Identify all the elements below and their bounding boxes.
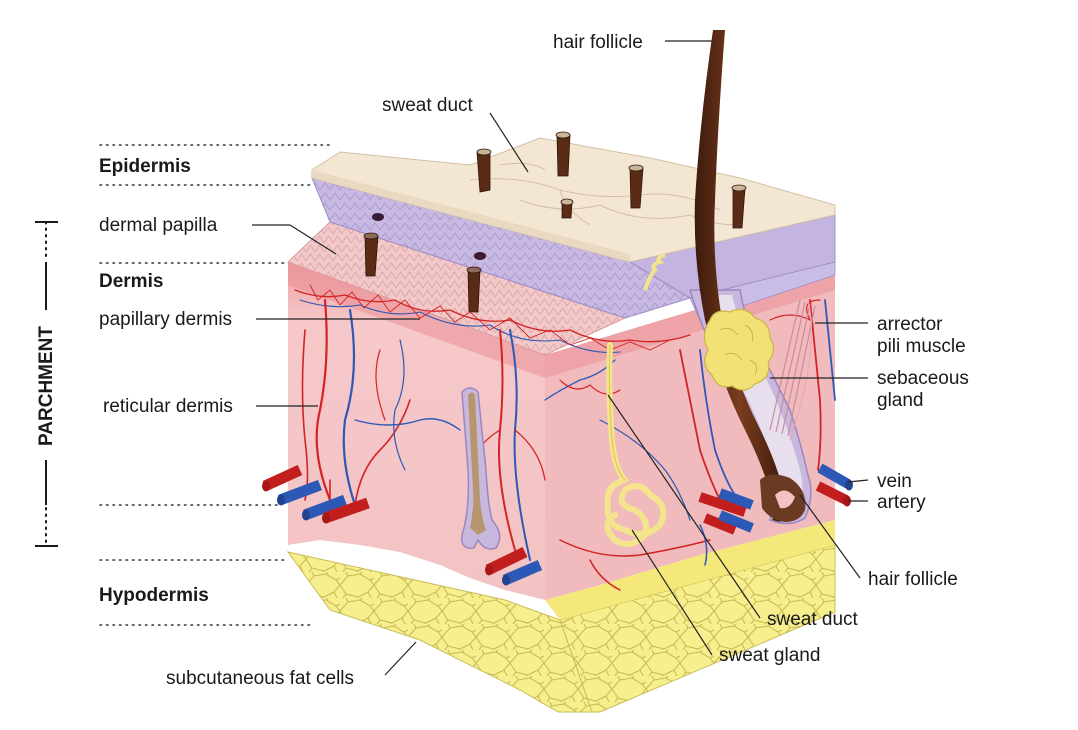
label-epidermis: Epidermis: [99, 156, 191, 177]
vessel-stumps-middle: [485, 547, 543, 586]
sweat-gland-outline: [608, 344, 626, 481]
sweat-duct-epidermis: [643, 253, 666, 291]
pore-hole: [474, 252, 486, 260]
parchment-label: PARCHMENT: [36, 326, 57, 446]
leader-lines: [252, 40, 869, 676]
parchment-bracket: PARCHMENT: [35, 221, 58, 547]
surface-hairs: [363, 131, 747, 313]
label-hypodermis: Hypodermis: [99, 585, 209, 606]
label-hair-follicle-top: hair follicle: [553, 32, 643, 53]
label-arrector-2: pili muscle: [877, 336, 966, 357]
vessel-stumps-left: [262, 464, 370, 524]
label-reticular-dermis: reticular dermis: [103, 396, 233, 417]
label-subcutaneous-fat: subcutaneous fat cells: [166, 668, 354, 689]
pore-hole: [372, 213, 384, 221]
small-hair-shaft: [468, 392, 486, 535]
label-arrector-1: arrector: [877, 314, 943, 335]
label-vein: vein: [877, 471, 912, 492]
label-papillary-dermis: papillary dermis: [99, 309, 232, 330]
label-hair-follicle-bottom: hair follicle: [868, 569, 958, 590]
sebaceous-gland-lobes: [719, 324, 758, 376]
label-sweat-duct-top: sweat duct: [382, 95, 474, 116]
hypodermis-fat-layer: [286, 520, 836, 713]
arrector-pili-muscle: [769, 299, 816, 441]
label-dermis: Dermis: [99, 271, 163, 292]
label-sebaceous-1: sebaceous: [877, 368, 969, 389]
label-sebaceous-2: gland: [877, 390, 924, 411]
sebaceous-gland: [703, 308, 775, 391]
label-dermal-papilla: dermal papilla: [99, 215, 218, 236]
vessel-stumps-right: [698, 463, 853, 535]
label-sweat-gland: sweat gland: [719, 645, 820, 666]
blood-vessels: [294, 284, 836, 591]
label-sweat-duct-bottom: sweat duct: [767, 609, 859, 630]
layer-guide-lines: [99, 144, 331, 626]
label-artery: artery: [877, 492, 926, 513]
